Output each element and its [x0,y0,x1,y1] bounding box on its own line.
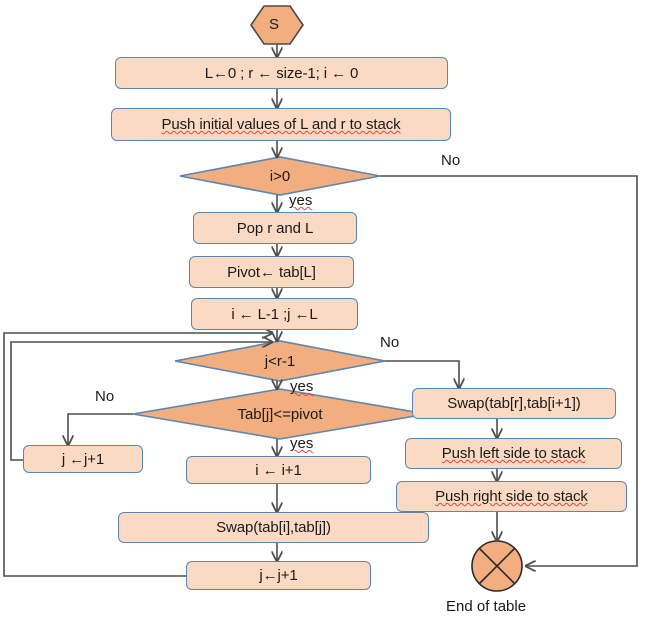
end-circle-x-line-2 [478,547,516,585]
process-pivot[interactable]: Pivot← tab[L] [189,256,354,288]
start-node-label: S [269,16,280,33]
process-inc-j-bottom[interactable]: j←j+1 [186,561,371,590]
edge-i-gt-0-no-to-end [380,175,638,566]
process-push-left[interactable]: Push left side to stack [405,438,622,469]
process-pivot-label: Pivot← tab[L] [227,263,316,281]
process-pop-label: Pop r and L [236,219,314,237]
process-swap-r-i1-label: Swap(tab[r],tab[i+1]) [447,395,581,412]
process-swap-ij-label: Swap(tab[i],tab[j]) [216,519,331,536]
edge-jltr1-no-to-swap [385,360,459,388]
decision-shape-j-lt-r1 [174,340,386,382]
process-pop[interactable]: Pop r and L [193,212,357,244]
process-push-right-label: Push right side to stack [435,488,588,505]
process-init[interactable]: L←0 ; r ← size-1; i ← 0 [115,57,448,89]
edge-label-tab-yes: yes [290,435,314,452]
process-push-left-label: Push left side to stack [441,445,586,462]
edge-tab-no-to-incj-left [68,413,133,445]
edge-label-i-gt-0-yes: yes [289,192,313,209]
edge-label-j-lt-r1-no: No [380,334,400,351]
process-inc-i[interactable]: i ← i+1 [186,456,371,484]
process-inc-j-left-label: j ←j+1 [61,450,105,468]
decision-shape-i-gt-0 [179,156,381,196]
edge-label-j-lt-r1-yes: yes [290,378,314,395]
edge-label-i-gt-0-no: No [441,152,461,169]
process-swap-r-i1[interactable]: Swap(tab[r],tab[i+1]) [412,388,616,419]
process-push-initial-label: Push initial values of L and r to stack [161,116,401,133]
process-inc-j-bottom-label: j←j+1 [259,567,298,584]
end-of-table-caption: End of table [446,598,527,615]
process-inc-j-left[interactable]: j ←j+1 [23,445,143,473]
process-push-initial[interactable]: Push initial values of L and r to stack [111,108,451,141]
process-init-label: L←0 ; r ← size-1; i ← 0 [204,64,359,82]
edge-incj-bottom-back-to-jltr1 [3,333,272,577]
process-init-ij[interactable]: i ← L-1 ;j ←L [191,298,358,330]
edge-label-tab-no: No [95,388,115,405]
process-swap-ij[interactable]: Swap(tab[i],tab[j]) [118,512,429,543]
start-hexagon-shape [250,5,304,45]
decision-shape-tab-le-pivot [132,388,428,440]
process-push-right[interactable]: Push right side to stack [396,481,627,512]
process-inc-i-label: i ← i+1 [255,461,302,479]
process-init-ij-label: i ← L-1 ;j ←L [231,305,318,323]
